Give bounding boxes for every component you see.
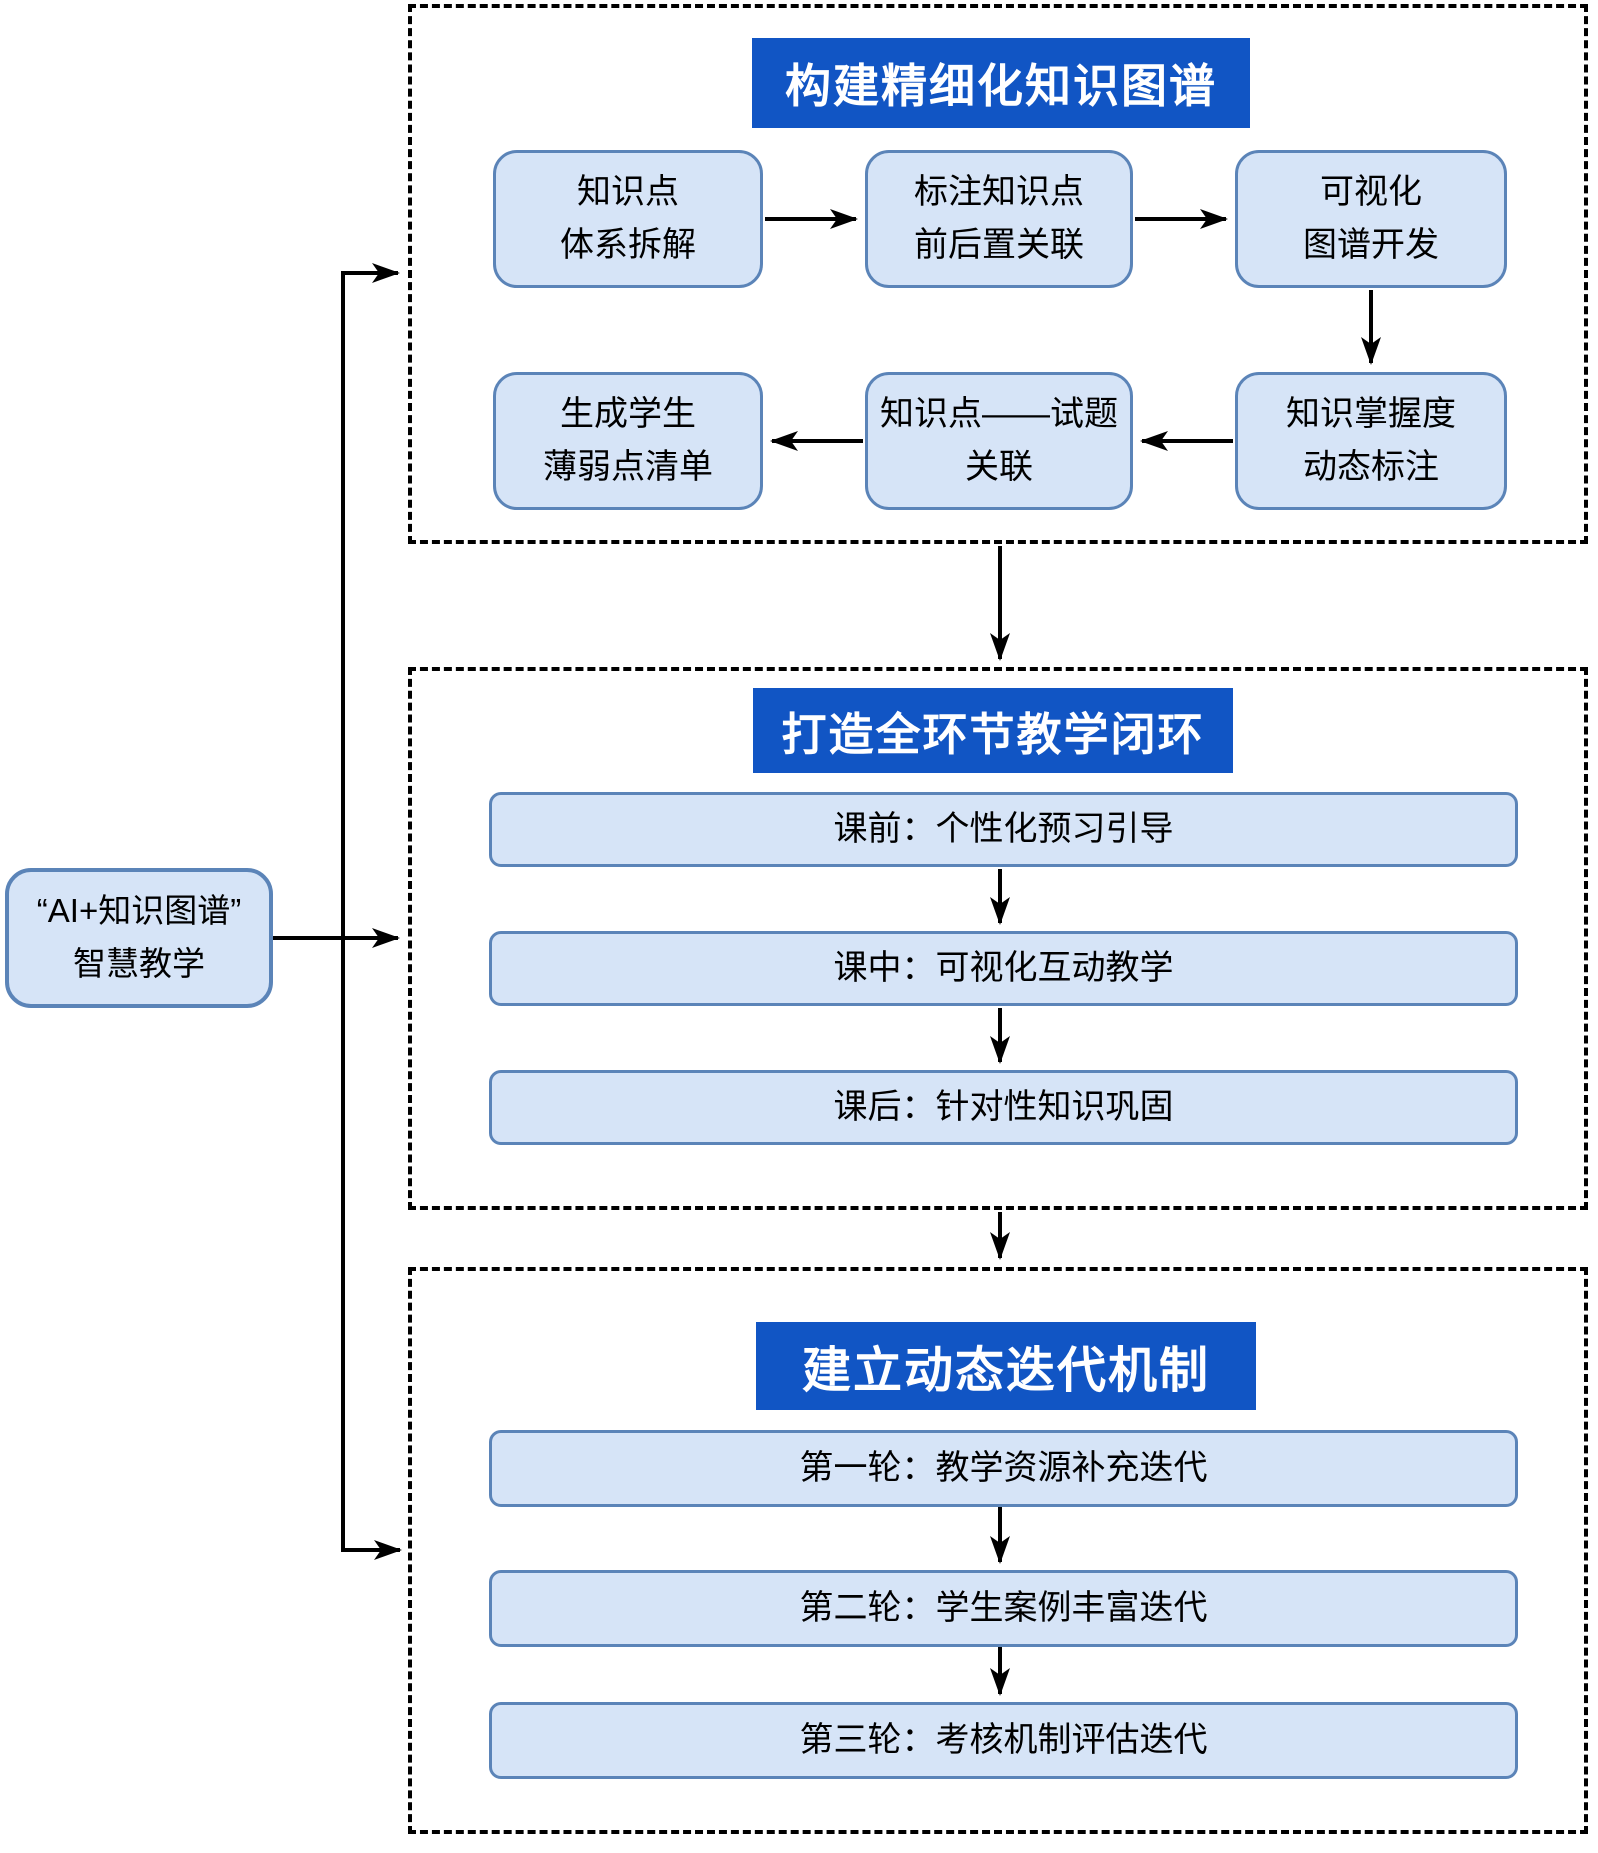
node-preclass-guidance: 课前：个性化预习引导 [489, 792, 1518, 867]
title-build-knowledge-graph: 构建精细化知识图谱 [752, 38, 1250, 128]
title-iteration-mechanism: 建立动态迭代机制 [756, 1322, 1256, 1410]
node-annotate-prerequisites: 标注知识点 前后置关联 [865, 150, 1133, 288]
node-round3-assessment-iteration: 第三轮：考核机制评估迭代 [489, 1702, 1518, 1779]
node-root-ai-knowledge-graph: “AI+知识图谱” 智慧教学 [5, 868, 273, 1008]
node-round1-resource-iteration: 第一轮：教学资源补充迭代 [489, 1430, 1518, 1507]
arrow-root-branch-up-to-knowledge-graph [341, 263, 400, 938]
arrow-root-branch-down-to-iteration [341, 938, 402, 1560]
node-mastery-annotation: 知识掌握度 动态标注 [1235, 372, 1507, 510]
node-afterclass-consolidation: 课后：针对性知识巩固 [489, 1070, 1518, 1145]
node-inclass-interactive: 课中：可视化互动教学 [489, 931, 1518, 1006]
node-knowledge-question-link: 知识点——试题 关联 [865, 372, 1133, 510]
node-visual-graph-dev: 可视化 图谱开发 [1235, 150, 1507, 288]
section-build-knowledge-graph [408, 4, 1588, 544]
node-knowledge-decompose: 知识点 体系拆解 [493, 150, 763, 288]
section-teaching-loop [408, 667, 1588, 1210]
node-weak-point-list: 生成学生 薄弱点清单 [493, 372, 763, 510]
node-round2-case-iteration: 第二轮：学生案例丰富迭代 [489, 1570, 1518, 1647]
section-iteration-mechanism [408, 1267, 1588, 1834]
title-teaching-loop: 打造全环节教学闭环 [753, 688, 1233, 773]
